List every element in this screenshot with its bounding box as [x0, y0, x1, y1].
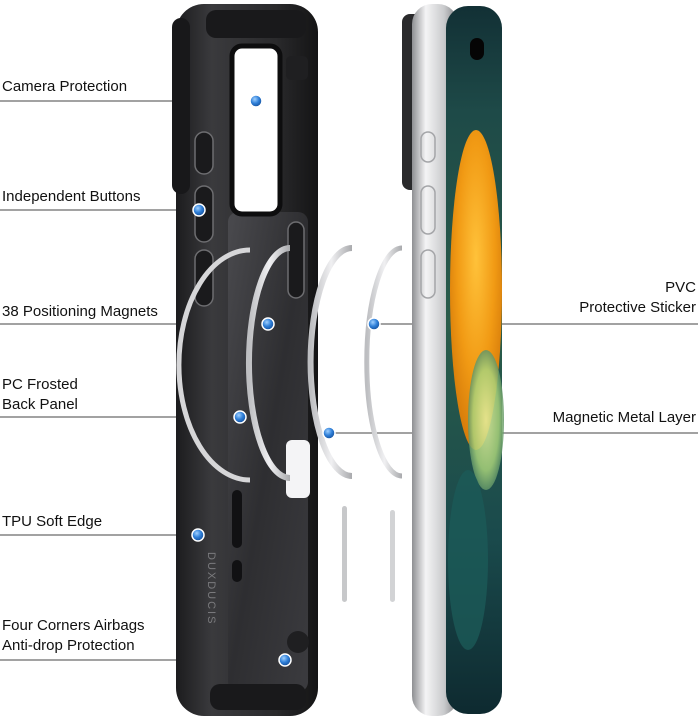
case-side-lip [172, 18, 190, 194]
ring-tab-1 [342, 506, 347, 602]
dot-tpu-soft-edge [191, 528, 205, 542]
magnet-rings [245, 245, 403, 602]
ring-metal-layer [307, 245, 353, 479]
dot-metal-layer [322, 426, 336, 440]
ring-sticker [364, 245, 403, 479]
dot-positioning-magnets [261, 317, 275, 331]
callout-dots [191, 94, 381, 667]
leader-lines [0, 100, 698, 661]
label-frosted-back-panel: PC Frosted Back Panel [2, 376, 78, 413]
phone-button-2 [420, 185, 436, 235]
case-port-slot-1 [232, 490, 242, 548]
ring-tab-2 [390, 510, 395, 602]
case-corner-airbag [287, 631, 309, 653]
wallpaper-green [468, 350, 504, 490]
case-top-bumper [286, 56, 308, 80]
phone-case: DUXDUCIS [172, 4, 318, 716]
label-tpu-soft-edge: TPU Soft Edge [2, 513, 103, 530]
ring-magnets [245, 245, 291, 481]
label-camera-protection: Camera Protection [2, 78, 128, 95]
dot-corner-airbags [278, 653, 292, 667]
label-corner-airbags: Four Corners Airbags Anti-drop Protectio… [2, 617, 145, 654]
dot-independent-buttons [192, 203, 206, 217]
label-independent-buttons: Independent Buttons [2, 188, 141, 205]
label-positioning-magnets: 38 Positioning Magnets [2, 303, 158, 320]
dot-pvc-sticker [367, 317, 381, 331]
label-metal-layer: Magnetic Metal Layer [552, 409, 696, 426]
dot-camera-protection [249, 94, 263, 108]
case-button-power [287, 221, 305, 299]
brand-mark: DUXDUCIS [205, 552, 217, 625]
case-port-slot-2 [232, 560, 242, 582]
dynamic-island [470, 38, 484, 60]
phone-button-1 [420, 131, 436, 163]
wallpaper-teal [448, 470, 488, 650]
case-top-bar [206, 10, 306, 38]
camera-cutout [229, 43, 283, 217]
case-button-action [194, 131, 214, 175]
case-magnet-alignment [286, 440, 310, 498]
phone-button-3 [420, 249, 436, 299]
case-magnet-ring [176, 247, 251, 483]
dot-frosted-back-panel [233, 410, 247, 424]
label-pvc-sticker: PVC Protective Sticker [579, 279, 696, 316]
case-bottom-bar [210, 684, 306, 710]
phone [402, 4, 504, 716]
